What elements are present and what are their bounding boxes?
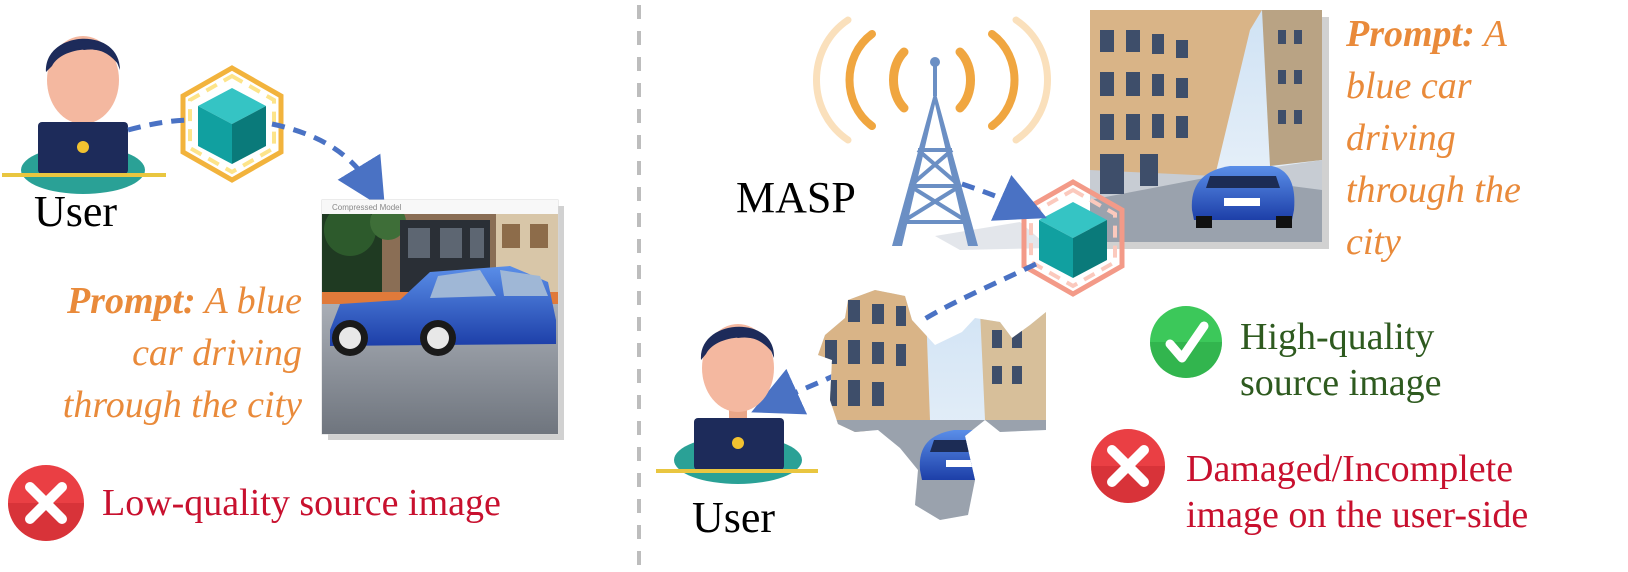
left-prompt-label: Prompt:: [66, 280, 196, 322]
arrow-model-to-torn-image: [918, 261, 1038, 325]
left-laptop-icon: [2, 122, 166, 177]
signal-icon: [813, 16, 1051, 144]
left-user-label: User: [34, 187, 118, 236]
arrow-torn-image-to-user: [751, 368, 840, 415]
right-laptop-icon: [656, 418, 818, 473]
legend-bad-line-2: image on the user-side: [1186, 494, 1529, 536]
legend-bad-text: Damaged/Incomplete image on the user-sid…: [1186, 446, 1528, 538]
left-cross-icon: [8, 465, 84, 541]
right-prompt-text: Prompt: A blue car driving through the c…: [1346, 8, 1568, 268]
arrow-tower-to-model: [961, 175, 1047, 221]
right-user-label: User: [692, 493, 776, 542]
right-prompt-label: Prompt:: [1346, 13, 1475, 55]
right-cross-icon: [1091, 429, 1165, 503]
low-quality-output-image: Compressed Model: [321, 199, 564, 440]
arrow-user-to-model: [127, 117, 193, 133]
tower-icon: [892, 57, 1050, 250]
right-prompt-body: A blue car driving through the city: [1346, 13, 1521, 263]
left-prompt-text: Prompt: A blue car driving through the c…: [30, 275, 302, 431]
masp-label: MASP: [736, 173, 856, 222]
arrow-model-to-image: [271, 121, 386, 210]
left-prompt-body: A blue car driving through the city: [62, 280, 302, 426]
legend-bad-line-1: Damaged/Incomplete: [1186, 448, 1514, 490]
high-quality-source-image: [1090, 10, 1329, 249]
damaged-output-image: [818, 290, 1046, 520]
legend-good-line-1: High-quality: [1240, 316, 1435, 358]
inset-caption: Compressed Model: [332, 203, 402, 212]
legend-good-text: High-quality source image: [1240, 314, 1442, 406]
left-model-cube-icon: [180, 65, 284, 183]
left-status-text: Low-quality source image: [102, 482, 501, 524]
check-icon: [1150, 306, 1222, 378]
legend-good-line-2: source image: [1240, 362, 1442, 404]
